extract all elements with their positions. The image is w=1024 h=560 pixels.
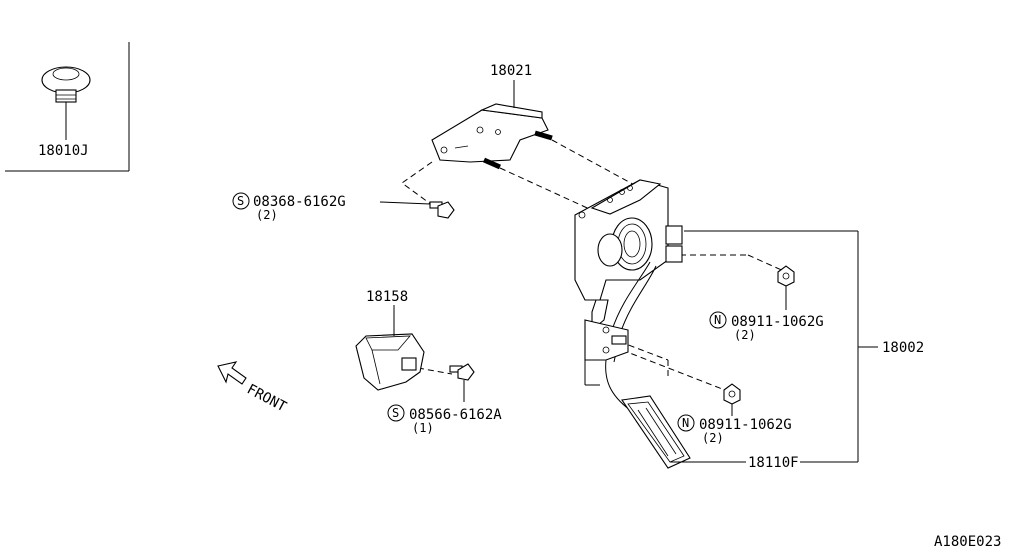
nut-lower-drawing: [723, 383, 741, 405]
callout-nut-lower: N 08911-1062G (2): [677, 414, 792, 445]
nut-lower-prefix: N: [682, 416, 689, 430]
bolt-top-qty: (2): [256, 208, 278, 222]
diagram-code: A180E023: [934, 534, 1001, 550]
assembly-bracket-line: [684, 230, 878, 462]
callout-clip: 18010J: [38, 143, 89, 159]
callout-pad: 18110F: [748, 455, 799, 471]
nut-upper-drawing: [777, 265, 795, 287]
bolt-cover-drawing: [449, 363, 475, 381]
nut-upper-qty: (2): [734, 328, 756, 342]
inset-frame: [5, 42, 130, 172]
nut-lower-qty: (2): [702, 431, 724, 445]
bolt-cover-qty: (1): [412, 421, 434, 435]
callout-bolt-top: S 08368-6162G (2): [232, 192, 346, 222]
nut-upper-code: 08911-1062G: [731, 314, 824, 330]
front-label: FRONT: [244, 381, 289, 415]
callout-cover: 18158: [366, 289, 408, 305]
bracket-part-drawing: [431, 103, 549, 163]
callout-bracket: 18021: [490, 63, 532, 79]
nut-upper-prefix: N: [714, 313, 721, 327]
bolt-cover-code: 08566-6162A: [409, 407, 502, 423]
pedal-pad-drawing: [621, 395, 691, 469]
cover-part-drawing: [355, 333, 425, 391]
bolt-top-code: 08368-6162G: [253, 194, 346, 210]
callout-assembly: 18002: [882, 340, 924, 356]
pedal-assembly-drawing: [574, 179, 683, 411]
nut-lower-code: 08911-1062G: [699, 417, 792, 433]
callout-bolt-cover: S 08566-6162A (1): [387, 404, 502, 435]
front-arrow-icon: [217, 361, 247, 385]
bolt-cover-prefix: S: [392, 406, 399, 420]
callout-nut-upper: N 08911-1062G (2): [709, 311, 824, 342]
bolt-top-drawing: [429, 201, 455, 219]
bracket-studs: [482, 130, 553, 170]
clip-part-drawing: [41, 66, 91, 140]
bolt-top-prefix: S: [237, 194, 244, 208]
